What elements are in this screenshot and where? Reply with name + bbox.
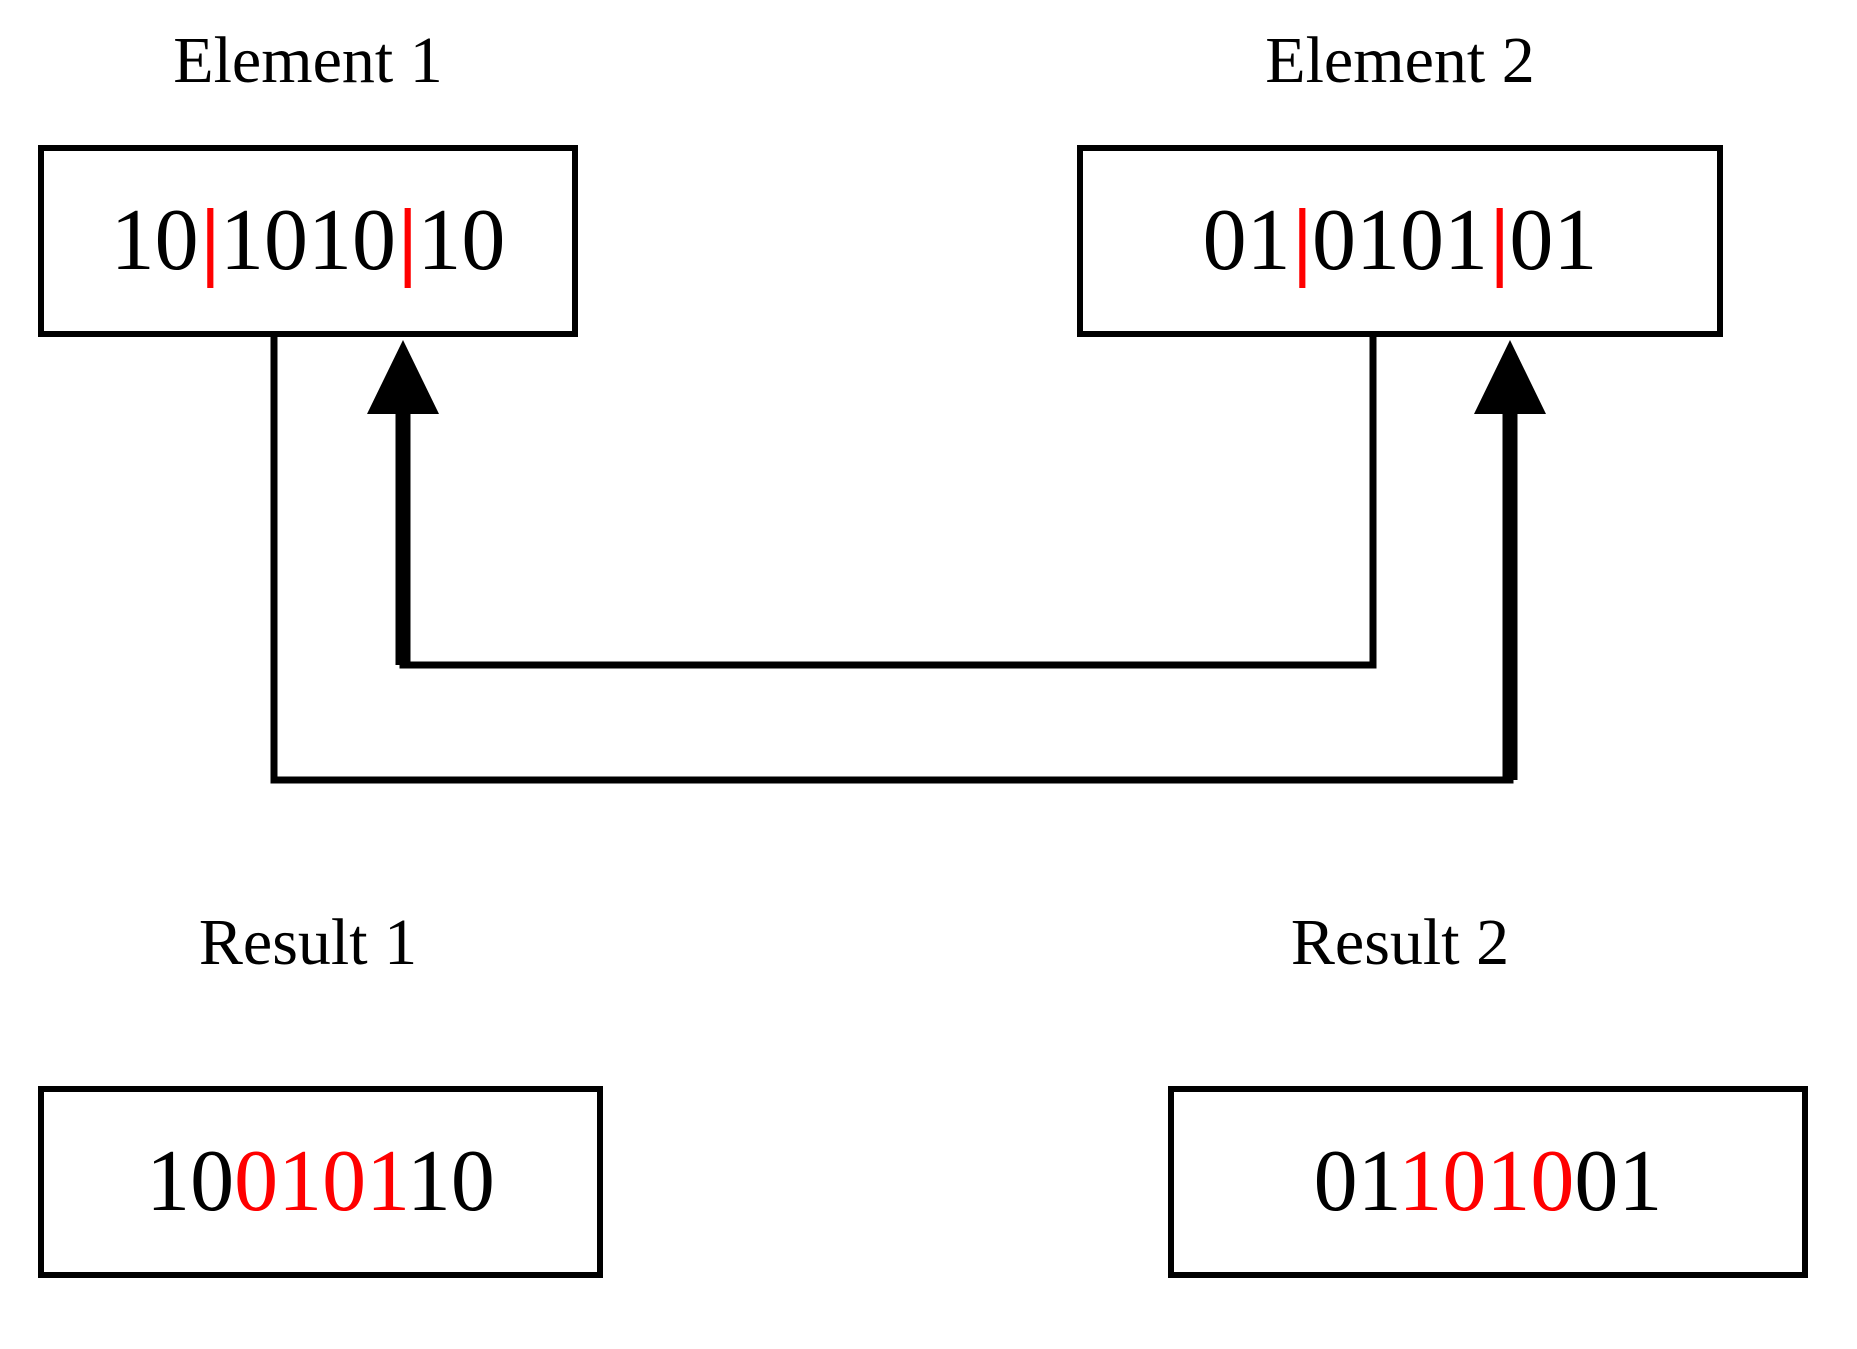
result-1-prefix: 10 [146, 1133, 235, 1230]
result-2-bits: 01101001 [1314, 1138, 1663, 1226]
element-2-bits: 01|0101|01 [1203, 197, 1598, 285]
result-1-middle: 0101 [234, 1133, 407, 1230]
result-2-title: Result 2 [1290, 906, 1510, 979]
element-2-suffix: 01 [1509, 192, 1598, 289]
result-2-prefix: 01 [1313, 1133, 1399, 1230]
element-1-prefix: 10 [110, 192, 199, 289]
connector-element2-to-element1 [367, 337, 1377, 669]
result-1-box: 10010110 [38, 1086, 603, 1278]
element-2-box: 01|0101|01 [1077, 145, 1723, 337]
element-2-separator-right: | [1490, 192, 1509, 289]
element-2-title: Element 2 [1265, 24, 1535, 97]
result-2-middle: 1010 [1398, 1133, 1575, 1230]
arrowhead-into-element2 [1474, 340, 1546, 414]
element-1-suffix: 10 [417, 192, 506, 289]
element-2-middle: 0101 [1312, 192, 1488, 289]
arrowhead-into-element1 [367, 340, 439, 414]
result-1-bits: 10010110 [146, 1138, 495, 1226]
result-2-box: 01101001 [1168, 1086, 1808, 1278]
result-1-title: Result 1 [198, 906, 418, 979]
element-1-separator-right: | [398, 192, 417, 289]
element-1-title: Element 1 [173, 24, 443, 97]
element-1-middle: 1010 [220, 192, 396, 289]
element-2-prefix: 01 [1202, 192, 1291, 289]
element-1-box: 10|1010|10 [38, 145, 578, 337]
element-1-separator-left: | [200, 192, 220, 289]
connector-element1-to-element2 [270, 337, 1546, 784]
result-2-suffix: 01 [1574, 1133, 1663, 1230]
result-1-suffix: 10 [406, 1133, 495, 1230]
element-2-separator-left: | [1292, 192, 1312, 289]
element-1-bits: 10|1010|10 [111, 197, 506, 285]
